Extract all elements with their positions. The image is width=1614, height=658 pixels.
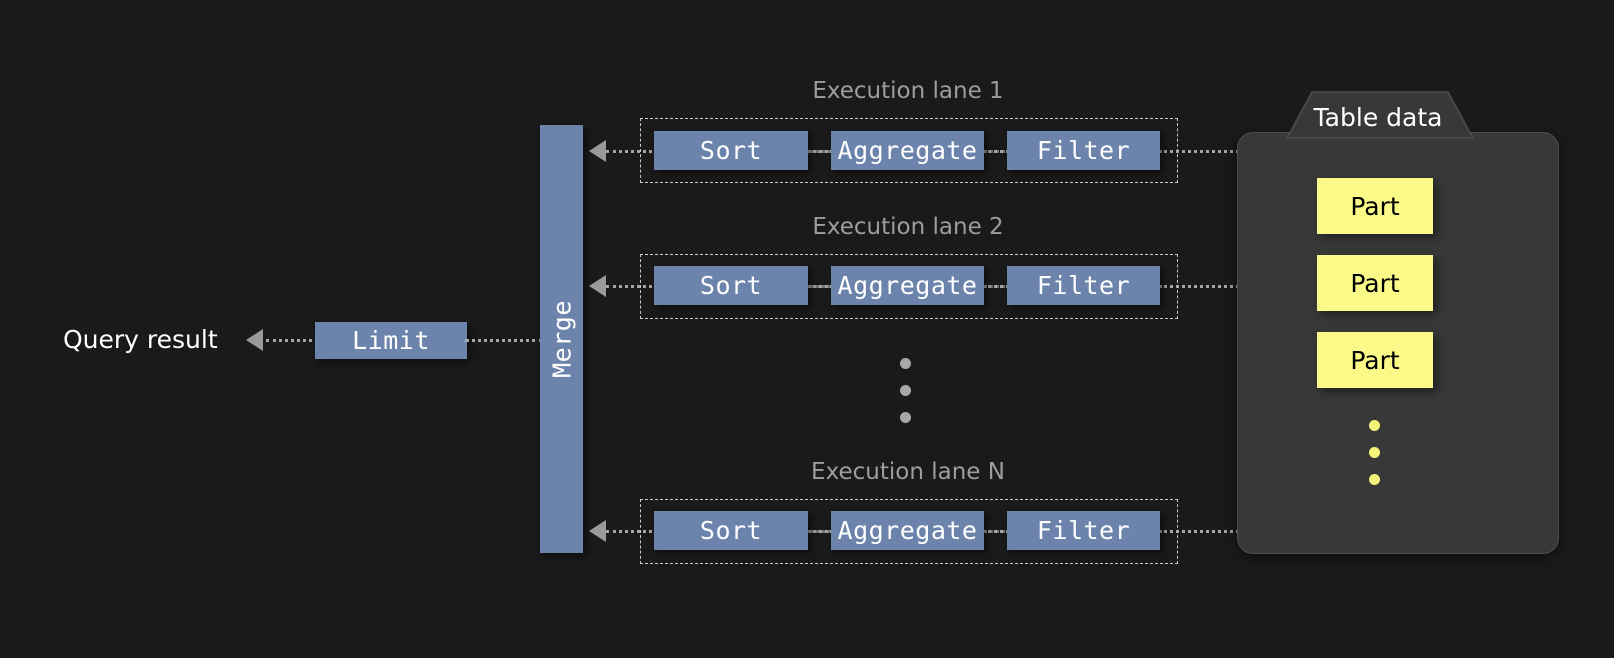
connector-lane-n-aggregate-filter <box>983 530 1009 533</box>
connector-lane-2-to-merge <box>606 285 658 288</box>
execution-lane-n-title: Execution lane N <box>811 459 1005 485</box>
connector-merge-to-limit <box>465 339 543 342</box>
merge-operator-bar[interactable]: Merge <box>540 125 583 553</box>
lane-2-filter-box[interactable]: Filter <box>1007 266 1160 305</box>
lane-n-sort-label: Sort <box>699 516 763 545</box>
connector-lane-1-sort-aggregate <box>808 150 833 153</box>
connector-limit-to-result <box>266 339 318 342</box>
table-part-box[interactable]: Part <box>1317 178 1433 234</box>
lane-2-aggregate-box[interactable]: Aggregate <box>831 266 984 305</box>
query-result-label: Query result <box>63 325 218 354</box>
arrow-to-query-result-icon <box>246 329 263 351</box>
limit-operator-box[interactable]: Limit <box>315 322 467 359</box>
lane-1-sort-label: Sort <box>699 136 763 165</box>
ellipsis-dot <box>900 412 911 423</box>
connector-lane-2-to-table-data <box>1159 285 1239 288</box>
lane-1-filter-label: Filter <box>1036 136 1131 165</box>
lane-2-sort-label: Sort <box>699 271 763 300</box>
connector-lane-n-sort-aggregate <box>808 530 833 533</box>
connector-lane-n-to-table-data <box>1159 530 1239 533</box>
merge-label: Merge <box>547 300 576 378</box>
connector-lane-2-aggregate-filter <box>983 285 1009 288</box>
table-data-tab-shape <box>1286 91 1474 139</box>
table-data-tab-seam <box>1310 130 1446 136</box>
lane-n-filter-label: Filter <box>1036 516 1131 545</box>
ellipsis-dot <box>900 358 911 369</box>
table-data-label: Table data <box>1313 102 1443 132</box>
lane-2-sort-box[interactable]: Sort <box>654 266 808 305</box>
lane-2-aggregate-label: Aggregate <box>837 271 978 300</box>
lane-1-filter-box[interactable]: Filter <box>1007 131 1160 170</box>
arrow-lane-n-to-merge-icon <box>589 520 606 542</box>
lane-1-sort-box[interactable]: Sort <box>654 131 808 170</box>
connector-lane-1-to-merge <box>606 150 658 153</box>
limit-label: Limit <box>352 326 430 355</box>
table-part-label: Part <box>1350 345 1400 375</box>
execution-lane-2-title: Execution lane 2 <box>812 214 1004 240</box>
lane-n-filter-box[interactable]: Filter <box>1007 511 1160 550</box>
table-part-box[interactable]: Part <box>1317 255 1433 311</box>
connector-lane-n-to-merge <box>606 530 658 533</box>
table-part-label: Part <box>1350 191 1400 221</box>
connector-lane-1-aggregate-filter <box>983 150 1009 153</box>
arrow-lane-1-to-merge-icon <box>589 140 606 162</box>
ellipsis-dot <box>900 385 911 396</box>
connector-lane-2-sort-aggregate <box>808 285 833 288</box>
lane-2-filter-label: Filter <box>1036 271 1131 300</box>
ellipsis-dot <box>1369 420 1380 431</box>
more-lanes-ellipsis-icon <box>900 358 911 439</box>
table-part-label: Part <box>1350 268 1400 298</box>
lane-n-sort-box[interactable]: Sort <box>654 511 808 550</box>
more-parts-ellipsis-icon <box>1369 420 1380 501</box>
lane-n-aggregate-label: Aggregate <box>837 516 978 545</box>
ellipsis-dot <box>1369 447 1380 458</box>
execution-lane-1-title: Execution lane 1 <box>812 78 1004 104</box>
connector-lane-1-to-table-data <box>1159 150 1239 153</box>
lane-1-aggregate-box[interactable]: Aggregate <box>831 131 984 170</box>
lane-n-aggregate-box[interactable]: Aggregate <box>831 511 984 550</box>
lane-1-aggregate-label: Aggregate <box>837 136 978 165</box>
ellipsis-dot <box>1369 474 1380 485</box>
table-part-box[interactable]: Part <box>1317 332 1433 388</box>
arrow-lane-2-to-merge-icon <box>589 275 606 297</box>
